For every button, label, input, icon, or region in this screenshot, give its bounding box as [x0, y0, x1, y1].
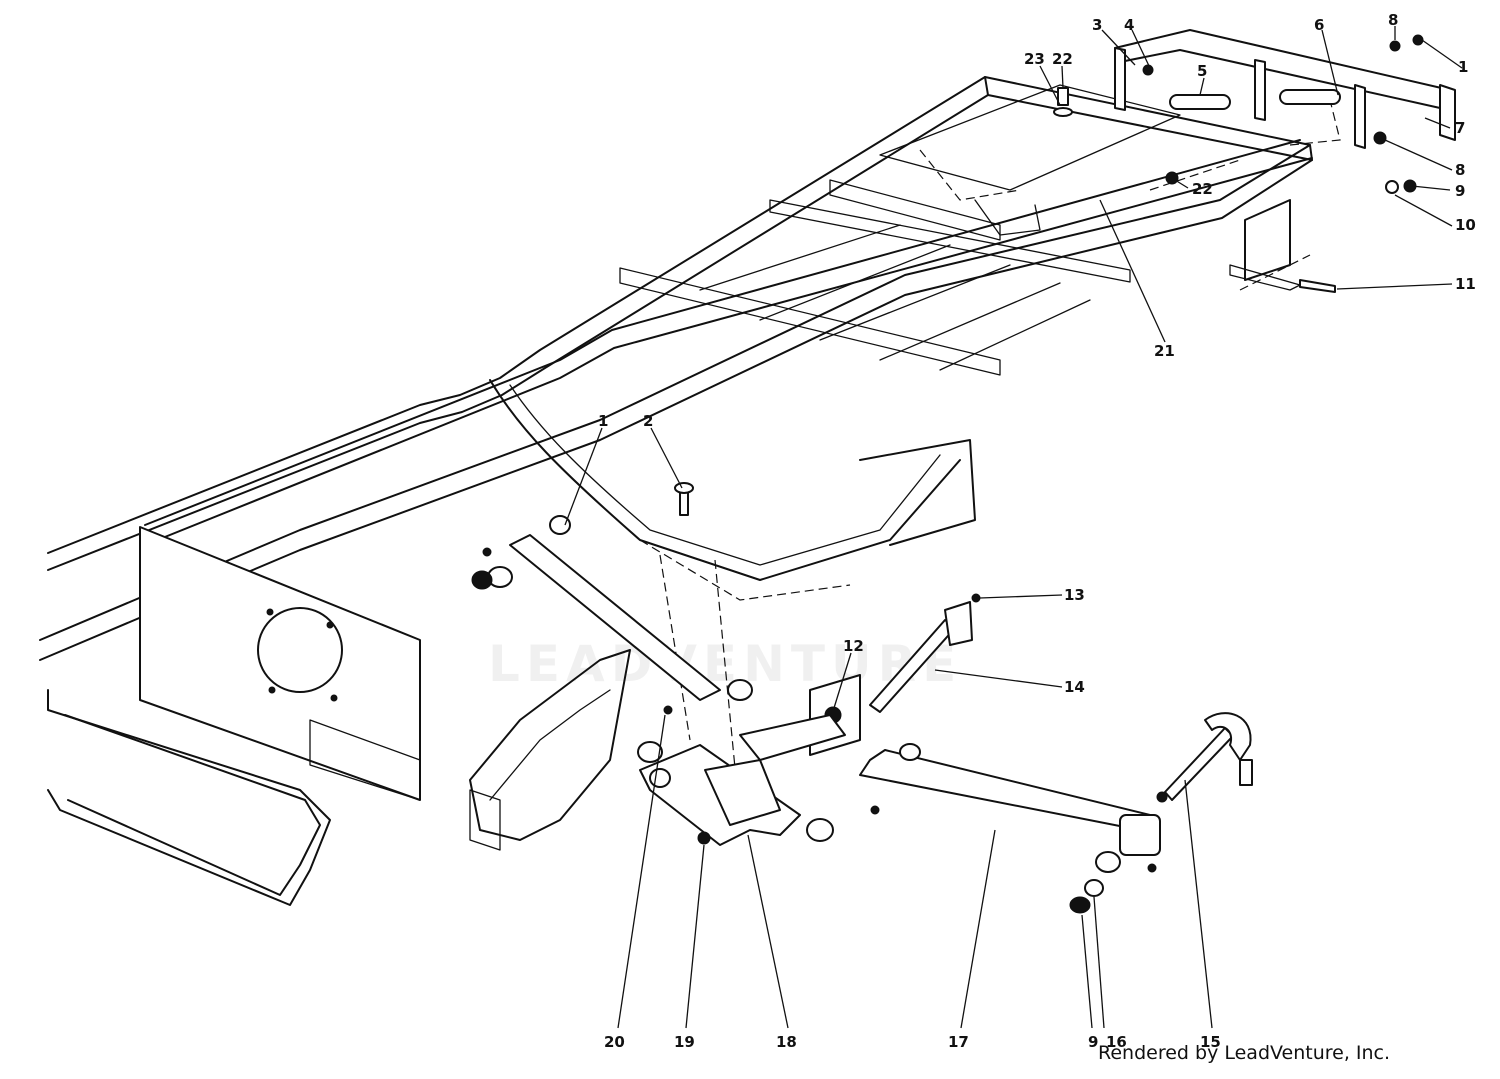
rear-axle-assembly — [1053, 29, 1456, 293]
frame-front-panel-hole — [257, 607, 343, 693]
callout-2: 2 — [643, 412, 653, 430]
callout-3: 3 — [1092, 16, 1102, 34]
callout-17: 17 — [948, 1033, 969, 1051]
rear-pivot-tube-6 — [1279, 89, 1341, 105]
callout-11: 11 — [1455, 275, 1476, 293]
callout-10: 10 — [1455, 216, 1476, 234]
render-credit: Rendered by LeadVenture, Inc. — [1098, 1042, 1391, 1064]
frame-left-rail-lower — [47, 94, 989, 571]
callout-7: 7 — [1455, 119, 1465, 137]
frame-under-rail — [469, 649, 631, 841]
frame-side-bracket — [859, 439, 976, 546]
callout-12: 12 — [843, 637, 864, 655]
frame-rear-plate — [879, 84, 1181, 191]
rear-bolt-11 — [1299, 279, 1336, 293]
callout-14: 14 — [1064, 678, 1085, 696]
chassis-frame — [39, 76, 1341, 906]
frame-drop-section — [489, 379, 961, 581]
rear-hanger-bracket — [1244, 199, 1291, 281]
callout-13: 13 — [1064, 586, 1085, 604]
frame-right-rail-lower — [144, 157, 1313, 546]
callout-23: 23 — [1024, 50, 1045, 68]
callout-1-front: 1 — [598, 412, 608, 430]
front-tie-rod — [869, 619, 956, 713]
frame-rear-crossmember — [984, 76, 1313, 161]
frame-left-rail-top — [47, 76, 986, 554]
callout-9: 9 — [1455, 182, 1465, 200]
callout-8-lower: 8 — [1455, 161, 1465, 179]
callout-9-lower: 9 — [1088, 1033, 1098, 1051]
callout-20: 20 — [604, 1033, 625, 1051]
front-spindle — [1164, 727, 1234, 801]
callout-22-lower: 22 — [1192, 180, 1213, 198]
callout-22: 22 — [1052, 50, 1073, 68]
callout-6: 6 — [1314, 16, 1324, 34]
frame-crossmember-1 — [619, 267, 1001, 376]
callout-4: 4 — [1124, 16, 1134, 34]
callout-8: 8 — [1388, 11, 1398, 29]
frame-near-rail-top — [39, 144, 1311, 641]
frame-right-rail-top — [144, 139, 1301, 526]
frame-crossmember-2 — [769, 199, 1131, 283]
rear-pivot-tube-5 — [1169, 94, 1231, 110]
callout-19: 19 — [674, 1033, 695, 1051]
frame-near-rail-bot — [39, 159, 1313, 661]
callout-15: 15 — [1200, 1033, 1221, 1051]
callout-18: 18 — [776, 1033, 797, 1051]
front-suspension-assembly — [471, 482, 1253, 914]
front-lower-axle — [859, 749, 1151, 831]
callout-21: 21 — [1154, 342, 1175, 360]
callout-5: 5 — [1197, 62, 1207, 80]
watermark-text: LEADVENTURE — [488, 635, 963, 693]
callout-16: 16 — [1106, 1033, 1127, 1051]
front-upper-arm — [509, 534, 721, 701]
frame-front-panel — [139, 526, 421, 801]
callout-1: 1 — [1458, 58, 1468, 76]
leader-lines — [564, 26, 1463, 1029]
frame-front-bumper-inner — [64, 714, 321, 896]
callout-labels: 1 8 3 4 23 22 6 5 7 8 9 10 22 11 21 1 2 … — [598, 11, 1476, 1051]
